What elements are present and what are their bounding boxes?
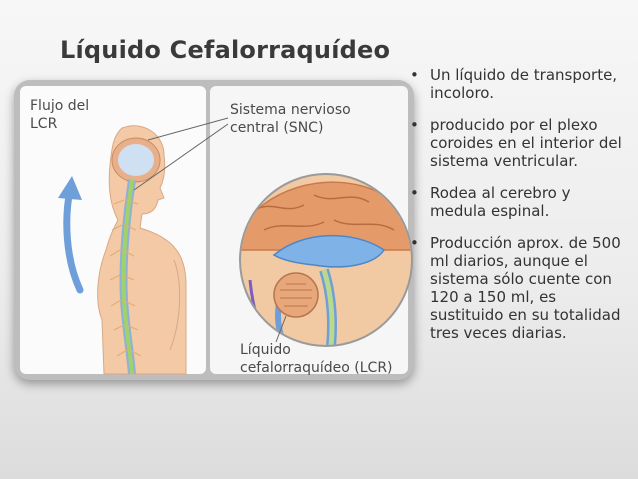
bullet-item: •Rodea al cerebro y medula espinal. <box>410 184 571 220</box>
slide-title: Líquido Cefalorraquídeo <box>60 36 391 64</box>
flow-label-line2: LCR <box>30 116 58 132</box>
bullet-text: Rodea al cerebro y medula espinal. <box>430 184 571 220</box>
bullet-text: producido por el plexo coroides en el in… <box>430 116 622 170</box>
human-body <box>97 125 187 375</box>
bullet-text: Producción aprox. de 500 ml diarios, aun… <box>430 234 621 342</box>
lcr-label-line2: cefalorraquídeo (LCR) <box>240 360 393 376</box>
ventricle-small <box>118 144 154 176</box>
lcr-label-line1: Líquido <box>240 342 291 358</box>
bullet-text: Un líquido de transporte, incoloro. <box>430 66 618 102</box>
snc-label-line1: Sistema nervioso <box>230 102 351 118</box>
bullet-list: •Un líquido de transporte, incoloro. •pr… <box>408 66 628 356</box>
snc-pointer-line-2 <box>133 123 229 191</box>
brain-closeup <box>239 173 413 347</box>
lcr-pointer-line <box>275 315 287 343</box>
bullet-item: •producido por el plexo coroides en el i… <box>410 116 622 170</box>
snc-label-line2: central (SNC) <box>230 120 323 136</box>
bullet-item: •Producción aprox. de 500 ml diarios, au… <box>410 234 621 342</box>
snc-pointer-line <box>147 117 229 141</box>
spinal-nerves <box>109 199 142 357</box>
bullet-item: •Un líquido de transporte, incoloro. <box>410 66 618 102</box>
illustration-svg: Flujo del LCR Sistema nervioso central (… <box>20 86 413 376</box>
flow-label-line1: Flujo del <box>30 98 89 114</box>
csf-flow-arrow-icon <box>58 176 84 294</box>
csf-illustration: Flujo del LCR Sistema nervioso central (… <box>14 80 414 380</box>
